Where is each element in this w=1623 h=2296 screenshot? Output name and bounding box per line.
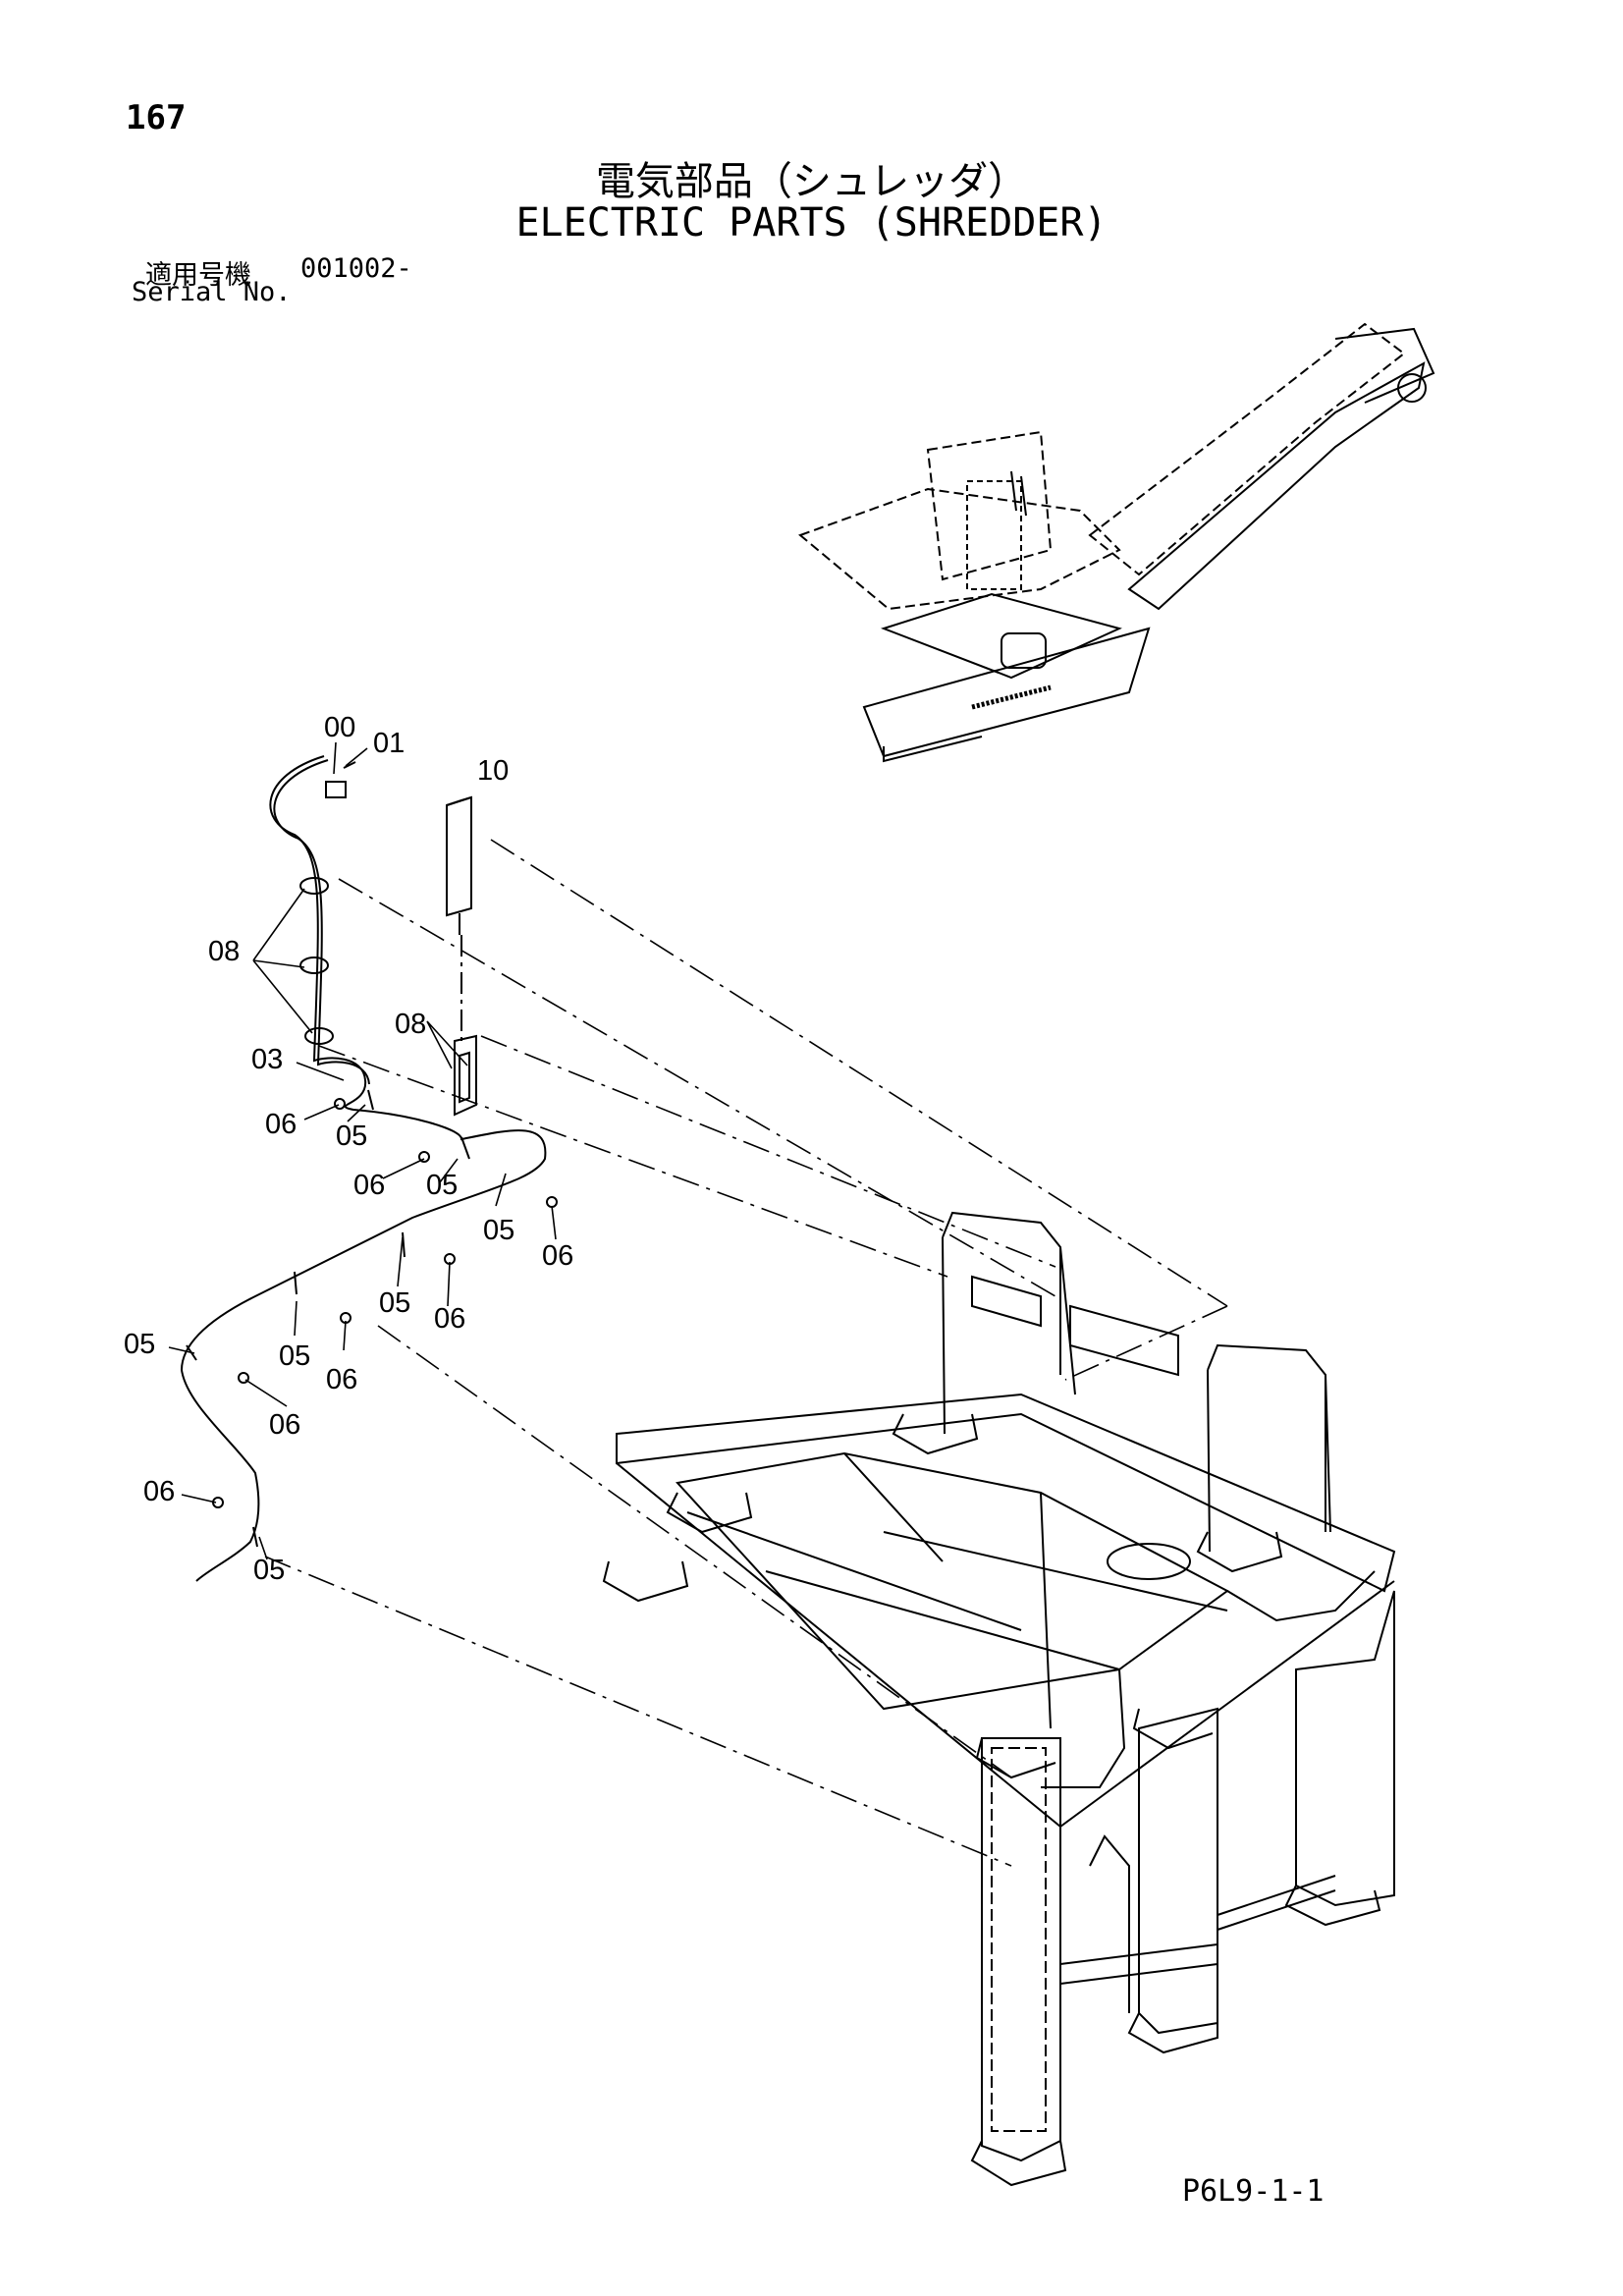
callout-labels: 00 01 10 08 08 03 06 05 06 05 05 06 05 0… xyxy=(124,712,573,1586)
serial-number-value: 001002- xyxy=(300,253,412,284)
callout-05b: 05 xyxy=(426,1170,458,1201)
callout-05e: 05 xyxy=(124,1329,155,1360)
callout-06c: 06 xyxy=(542,1240,573,1272)
leader-lines xyxy=(168,741,557,1560)
callout-05a: 05 xyxy=(336,1121,367,1152)
reference-machine-inset xyxy=(798,322,1435,763)
serial-label-english: Serial No. xyxy=(132,277,292,307)
extension-lines xyxy=(264,839,1228,1867)
callout-10: 10 xyxy=(477,755,509,787)
callout-00a: 00 xyxy=(324,712,355,743)
callout-06d: 06 xyxy=(434,1303,465,1335)
callout-06b: 06 xyxy=(353,1170,385,1201)
callout-05d: 05 xyxy=(379,1287,410,1319)
sensor-bracket xyxy=(446,795,477,1117)
callout-05f: 05 xyxy=(279,1340,310,1372)
page-title-japanese: 電気部品（シュレッダ） xyxy=(595,159,1028,204)
callout-01: 01 xyxy=(373,728,405,759)
fastener-markers xyxy=(212,1098,558,1508)
callout-05g: 05 xyxy=(253,1555,285,1586)
callout-06a: 06 xyxy=(265,1109,297,1140)
callout-06g: 06 xyxy=(143,1476,175,1507)
page-number: 167 xyxy=(126,98,187,137)
serial-label-japanese: 適用号機 xyxy=(145,260,251,291)
callout-08a: 08 xyxy=(208,936,240,967)
callout-03: 03 xyxy=(251,1044,283,1075)
callout-06f: 06 xyxy=(269,1409,300,1441)
figure-code: P6L9-1-1 xyxy=(1182,2174,1325,2209)
page-title-english: ELECTRIC PARTS (SHREDDER) xyxy=(515,200,1108,246)
callout-05c: 05 xyxy=(483,1215,514,1246)
wire-harness xyxy=(180,755,547,1582)
callout-08b: 08 xyxy=(395,1009,426,1040)
callout-06e: 06 xyxy=(326,1364,357,1395)
shredder-frame xyxy=(602,1211,1396,2187)
